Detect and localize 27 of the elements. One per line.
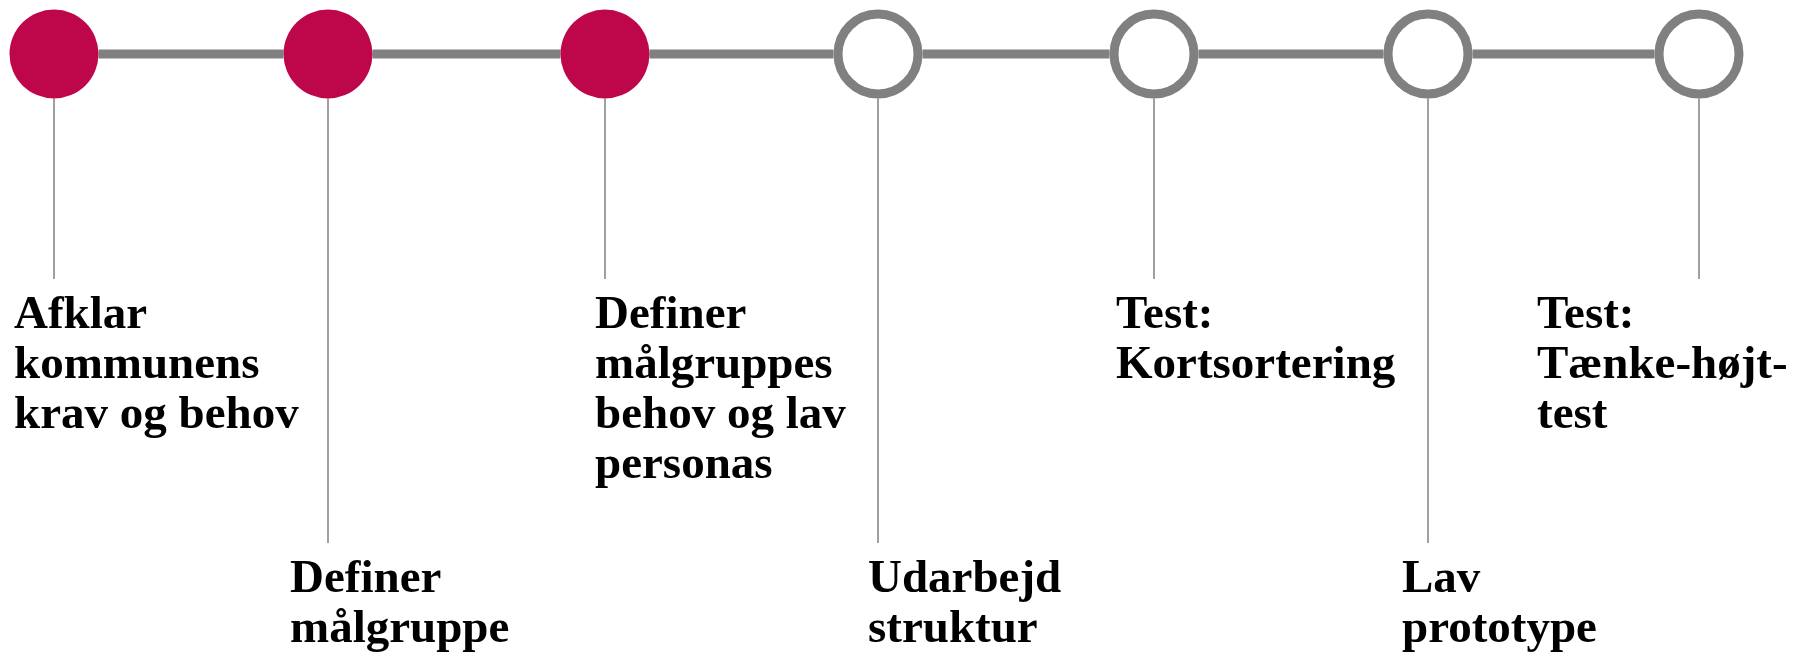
leader-line: [604, 97, 606, 280]
step-label: Definer målgruppe: [290, 551, 520, 651]
leader-line: [327, 97, 329, 544]
hollow-milestone-circle: [833, 9, 923, 99]
filled-milestone-circle: [560, 9, 650, 99]
leader-line: [1153, 97, 1155, 280]
timeline-line: [922, 49, 1110, 59]
timeline-line: [1198, 49, 1384, 59]
step-label: Lav prototype: [1402, 551, 1617, 651]
filled-milestone-circle: [283, 9, 373, 99]
leader-line: [1427, 97, 1429, 544]
step-label: Definer målgruppes behov og lav personas: [595, 287, 857, 487]
hollow-milestone-circle: [1109, 9, 1199, 99]
timeline-line: [98, 49, 284, 59]
hollow-milestone-circle: [1383, 9, 1473, 99]
timeline-line: [372, 49, 561, 59]
step-label: Test: Tænke-højt-test: [1537, 287, 1799, 437]
leader-line: [53, 97, 55, 280]
timeline-line: [1472, 49, 1655, 59]
filled-milestone-circle: [9, 9, 99, 99]
step-label: Udarbejd struktur: [868, 551, 1088, 651]
leader-line: [1698, 97, 1700, 280]
step-label: Test: Kortsortering: [1116, 287, 1416, 387]
timeline-line: [649, 49, 834, 59]
step-label: Afklar kommunens krav og behov: [14, 287, 334, 437]
leader-line: [877, 97, 879, 544]
hollow-milestone-circle: [1654, 9, 1744, 99]
